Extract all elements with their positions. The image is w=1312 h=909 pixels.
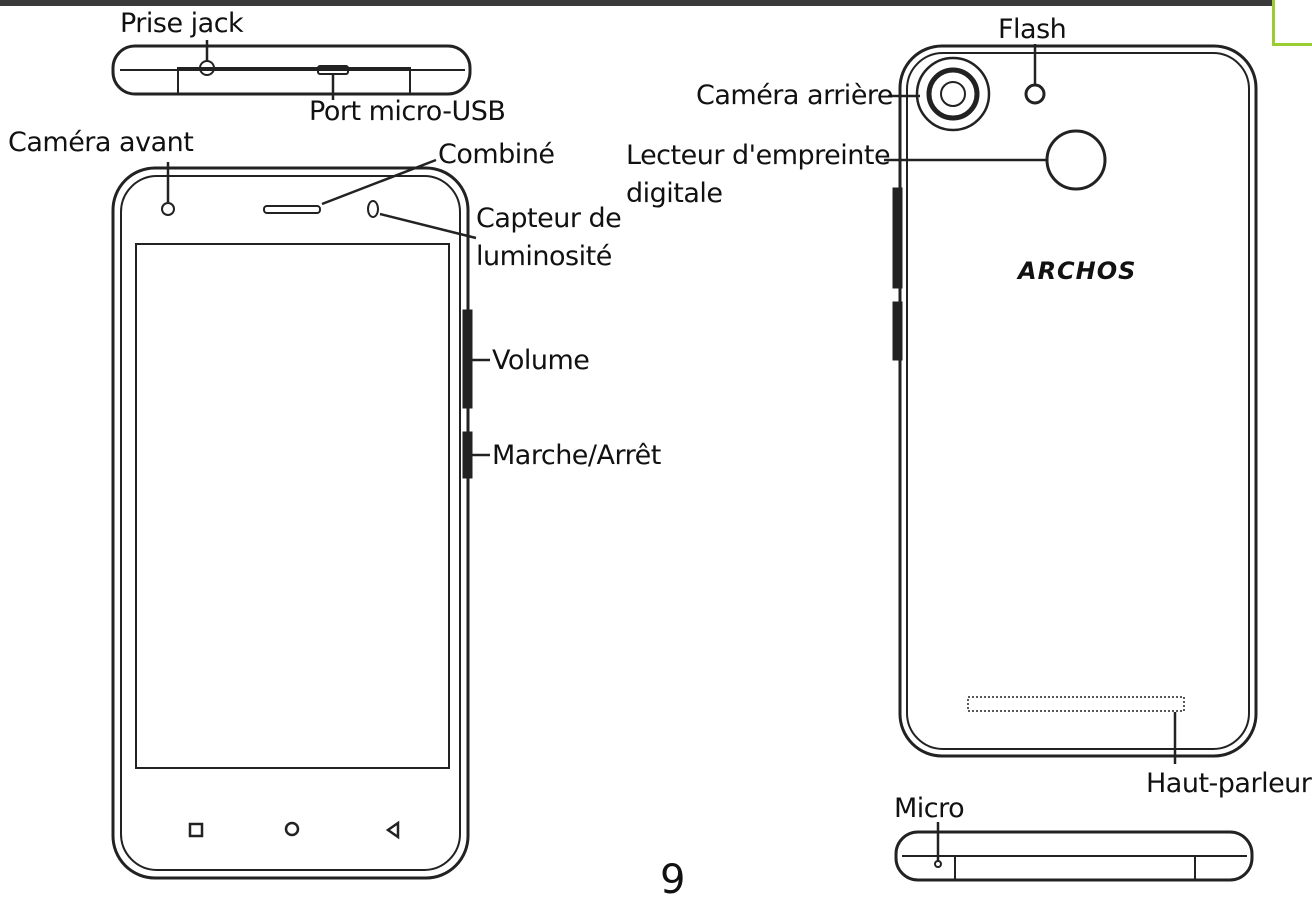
label-prise-jack: Prise jack	[120, 8, 244, 39]
corner-bookmark	[1272, 0, 1312, 46]
brand-logo: ARCHOS	[1018, 257, 1137, 285]
label-camera-avant: Caméra avant	[8, 127, 194, 158]
label-volume: Volume	[492, 345, 590, 376]
label-micro: Micro	[894, 793, 965, 824]
phone-front-view	[111, 166, 473, 880]
page-number: 9	[660, 857, 686, 903]
phone-bottom-view	[894, 830, 1254, 882]
label-lecteur-empreinte-line1: Lecteur d'empreinte	[626, 140, 891, 171]
label-flash: Flash	[998, 14, 1067, 45]
label-capteur-luminosite-line1: Capteur de	[476, 203, 622, 234]
label-marche-arret: Marche/Arrêt	[492, 440, 661, 471]
phone-top-view	[111, 44, 472, 96]
phone-back-view	[892, 44, 1258, 758]
label-haut-parleur: Haut-parleur	[1146, 768, 1312, 799]
label-combine: Combiné	[438, 139, 555, 170]
label-lecteur-empreinte-line2: digitale	[626, 178, 723, 209]
top-bar	[0, 0, 1312, 6]
label-capteur-luminosite-line2: luminosité	[476, 241, 612, 272]
leader-lines	[166, 40, 1177, 861]
label-port-micro-usb: Port micro-USB	[309, 96, 506, 127]
label-camera-arriere: Caméra arrière	[696, 80, 894, 111]
